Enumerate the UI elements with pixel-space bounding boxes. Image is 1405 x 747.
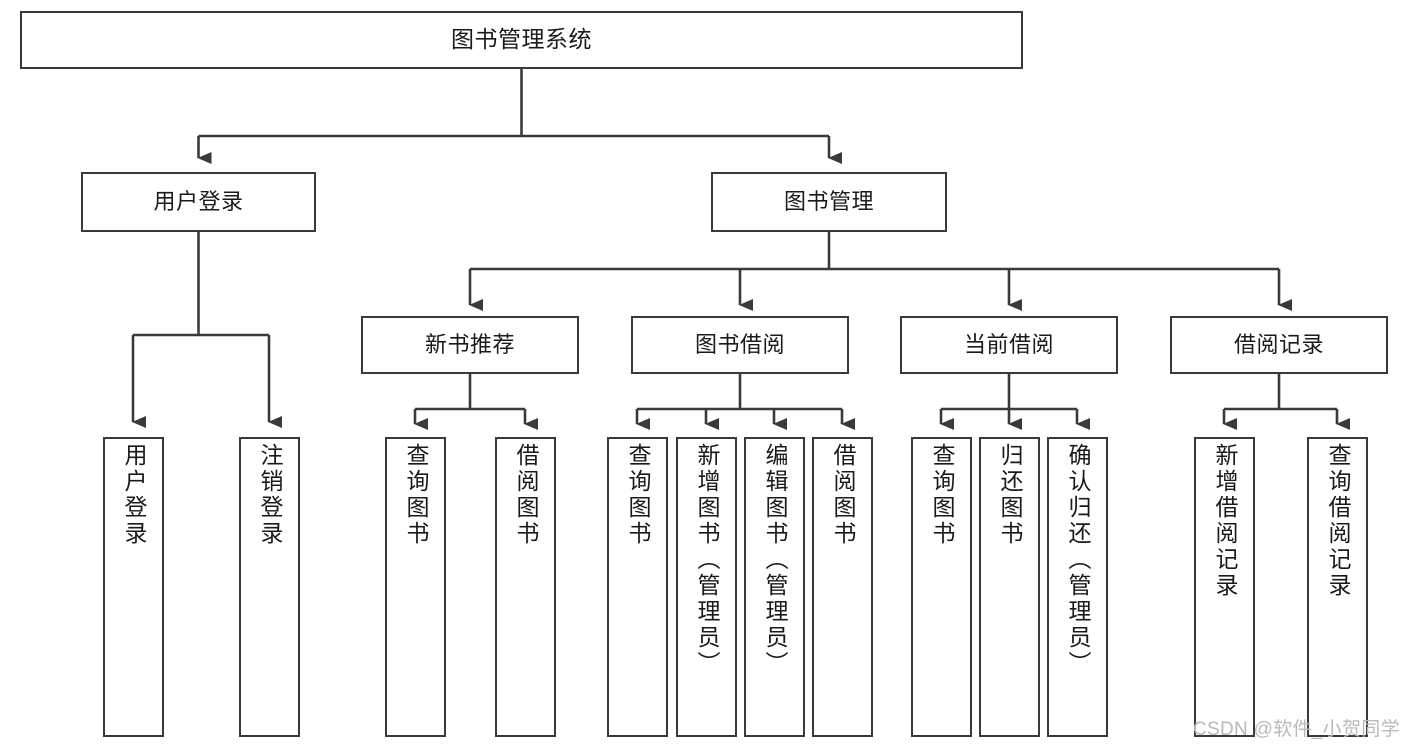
node-label: 确认归还（管理员） <box>1065 443 1091 677</box>
node-label: 注销登录 <box>257 443 283 547</box>
leaf-book-borrow-edit-book-admin[interactable]: 编辑图书（管理员） <box>744 437 805 737</box>
leaf-borrow-record-query-record[interactable]: 查询借阅记录 <box>1307 437 1368 737</box>
node-label: 借阅图书 <box>830 443 856 547</box>
leaf-new-book-query-book[interactable]: 查询图书 <box>385 437 446 737</box>
node-label: 借阅记录 <box>1233 332 1324 358</box>
node-label: 新增图书（管理员） <box>694 443 720 677</box>
node-label: 当前借阅 <box>963 332 1054 358</box>
csdn-watermark: CSDN @软件_小贺同学 <box>1193 719 1400 740</box>
node-label: 查询图书 <box>929 443 955 547</box>
node-label: 查询借阅记录 <box>1325 443 1351 599</box>
node-label: 查询图书 <box>403 443 429 547</box>
node-label: 新书推荐 <box>424 332 515 358</box>
leaf-current-borrow-return-book[interactable]: 归还图书 <box>979 437 1040 737</box>
node-root-book-management-system[interactable]: 图书管理系统 <box>20 11 1023 69</box>
leaf-book-borrow-add-book-admin[interactable]: 新增图书（管理员） <box>676 437 737 737</box>
node-borrow-record[interactable]: 借阅记录 <box>1170 316 1388 374</box>
leaf-user-login-logout[interactable]: 注销登录 <box>239 437 300 737</box>
node-label: 用户登录 <box>153 189 244 215</box>
node-book-borrow[interactable]: 图书借阅 <box>631 316 849 374</box>
leaf-borrow-record-add-record[interactable]: 新增借阅记录 <box>1194 437 1255 737</box>
node-user-login[interactable]: 用户登录 <box>81 172 316 232</box>
leaf-current-borrow-query-book[interactable]: 查询图书 <box>911 437 972 737</box>
node-label: 图书借阅 <box>694 332 785 358</box>
node-label: 新增借阅记录 <box>1212 443 1238 599</box>
node-label: 编辑图书（管理员） <box>762 443 788 677</box>
node-label: 归还图书 <box>997 443 1023 547</box>
leaf-book-borrow-query-book[interactable]: 查询图书 <box>607 437 668 737</box>
leaf-current-borrow-confirm-return-admin[interactable]: 确认归还（管理员） <box>1047 437 1108 737</box>
node-label: 查询图书 <box>625 443 651 547</box>
node-new-book-recommend[interactable]: 新书推荐 <box>361 316 579 374</box>
node-label: 借阅图书 <box>513 443 539 547</box>
leaf-new-book-borrow-book[interactable]: 借阅图书 <box>495 437 556 737</box>
leaf-user-login-login[interactable]: 用户登录 <box>103 437 164 737</box>
leaf-book-borrow-borrow-book[interactable]: 借阅图书 <box>812 437 873 737</box>
node-label: 用户登录 <box>121 443 147 547</box>
node-book-management[interactable]: 图书管理 <box>711 172 947 232</box>
node-label: 图书管理系统 <box>451 26 592 53</box>
node-label: 图书管理 <box>783 189 874 215</box>
node-current-borrow[interactable]: 当前借阅 <box>900 316 1118 374</box>
